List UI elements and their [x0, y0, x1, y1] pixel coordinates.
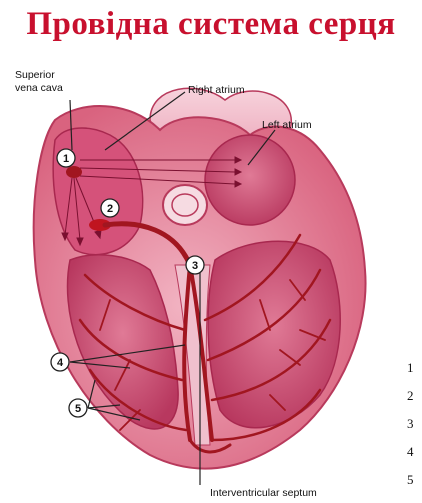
side-number-5: 5	[407, 472, 414, 487]
marker-2: 2	[101, 199, 119, 217]
side-number-4: 4	[407, 444, 414, 459]
svg-text:2: 2	[107, 203, 113, 215]
label-left-atrium: Left atrium	[262, 119, 312, 131]
label-interventricular-septum: Interventricular septum	[210, 487, 317, 499]
svg-text:5: 5	[75, 403, 81, 415]
side-number-1: 1	[407, 360, 414, 375]
svg-text:4: 4	[57, 357, 64, 369]
side-number-2: 2	[407, 388, 414, 403]
marker-5: 5	[69, 399, 87, 417]
label-superior-vena-cava-line2: vena cava	[15, 82, 63, 94]
marker-4: 4	[51, 353, 69, 371]
svg-text:3: 3	[192, 260, 198, 272]
side-number-3: 3	[407, 416, 414, 431]
label-superior-vena-cava-line1: Superior	[15, 69, 55, 81]
label-right-atrium: Right atrium	[188, 84, 245, 96]
marker-1: 1	[57, 149, 75, 167]
valve-ring	[163, 185, 207, 225]
sa-node	[66, 166, 82, 178]
marker-3: 3	[186, 256, 204, 274]
left-atrium-chamber	[205, 135, 295, 225]
svg-text:1: 1	[63, 153, 69, 165]
